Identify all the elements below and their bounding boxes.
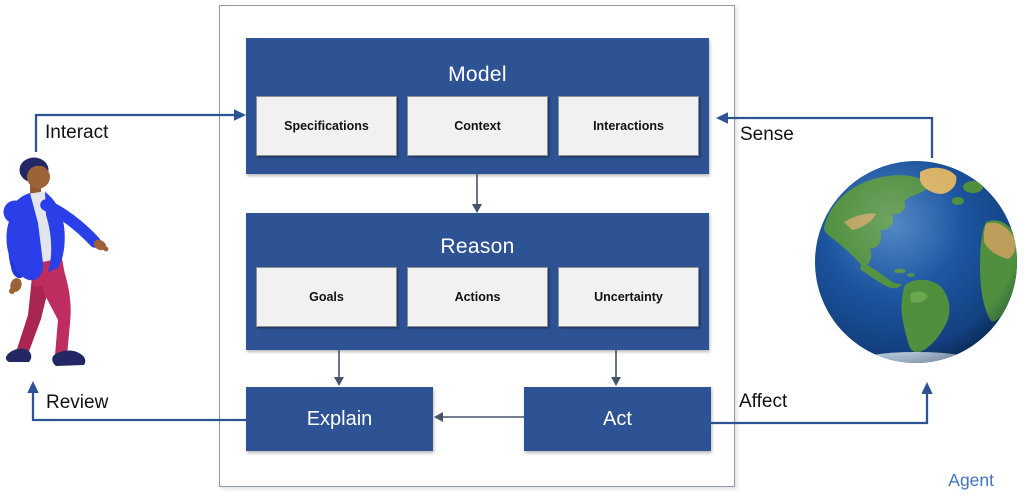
reason-title: Reason bbox=[440, 235, 515, 258]
model-item-interactions: Interactions bbox=[558, 96, 699, 156]
reason-item-goals: Goals bbox=[256, 267, 397, 327]
review-label: Review bbox=[46, 392, 109, 413]
model-items-row: Specifications Context Interactions bbox=[246, 96, 709, 156]
reason-item-uncertainty: Uncertainty bbox=[558, 267, 699, 327]
agent-label: Agent bbox=[948, 470, 994, 490]
affect-label: Affect bbox=[739, 391, 788, 412]
act-title: Act bbox=[603, 407, 632, 430]
reason-block: Reason Goals Actions Uncertainty bbox=[246, 213, 709, 350]
reason-items-row: Goals Actions Uncertainty bbox=[246, 267, 709, 327]
model-block: Model Specifications Context Interaction… bbox=[246, 38, 709, 174]
act-block: Act bbox=[524, 387, 711, 451]
earth-globe-illustration bbox=[810, 156, 1022, 368]
interact-label: Interact bbox=[45, 122, 109, 143]
model-title: Model bbox=[448, 63, 507, 86]
explain-title: Explain bbox=[306, 407, 373, 430]
model-item-context: Context bbox=[407, 96, 548, 156]
model-item-specifications: Specifications bbox=[256, 96, 397, 156]
sense-label: Sense bbox=[740, 124, 794, 145]
person-illustration bbox=[0, 155, 114, 375]
reason-item-actions: Actions bbox=[407, 267, 548, 327]
explain-block: Explain bbox=[246, 387, 433, 451]
